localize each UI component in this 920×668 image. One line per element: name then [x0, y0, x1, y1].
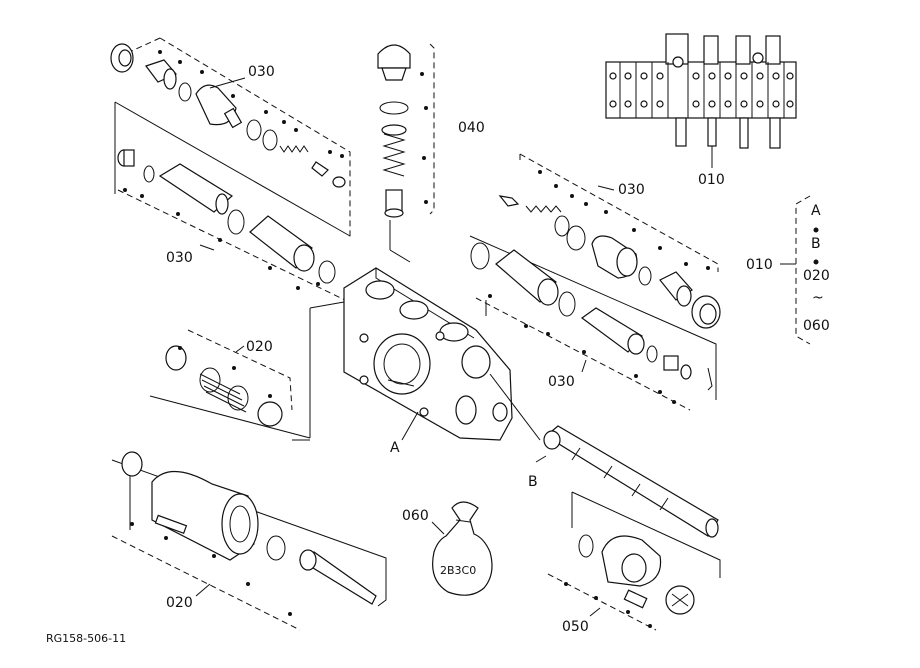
mid-right-spool-group: 030	[469, 235, 717, 411]
label-a-body: A	[390, 440, 400, 456]
label-020-spring: 020	[246, 339, 273, 355]
label-040: 040	[458, 120, 485, 136]
legend-010-label: 010	[746, 257, 773, 273]
top-right-relief-valve-group: 030	[498, 153, 721, 329]
legend-b: B	[811, 236, 821, 252]
mid-left-spool-group: 030	[114, 101, 351, 301]
label-020-bottom: 020	[166, 595, 193, 611]
top-center-plug-spring-group: 040	[377, 43, 485, 263]
label-030-mid-right: 030	[548, 374, 575, 390]
bottom-right-cap-group-050: 050	[547, 491, 721, 635]
legend-020: 020	[803, 268, 830, 284]
legend-010-group: 010 A B 020 ~ 060	[746, 195, 830, 345]
valve-body-a: A	[309, 267, 513, 456]
legend-060: 060	[803, 318, 830, 334]
reference-code: RG158-506-11	[46, 632, 126, 645]
label-b-spool: B	[528, 474, 538, 490]
bag-contents-text: 2B3C0	[440, 564, 476, 577]
label-050: 050	[562, 619, 589, 635]
label-030-mid-left: 030	[166, 250, 193, 266]
label-010: 010	[698, 172, 725, 188]
label-060: 060	[402, 508, 429, 524]
valve-bank-overview-010: 010	[605, 33, 797, 188]
top-left-relief-valve-group: 030	[110, 37, 351, 240]
label-030-top-left: 030	[248, 64, 275, 80]
spool-b: B	[489, 373, 719, 538]
legend-a: A	[811, 203, 821, 219]
bottom-left-cover-group-020: 020	[111, 451, 387, 631]
label-030-top-right: 030	[618, 182, 645, 198]
spring-group-020: 020	[149, 329, 311, 441]
parts-bag-060: 2B3C0 060	[402, 501, 493, 596]
legend-tilde: ~	[812, 290, 824, 306]
